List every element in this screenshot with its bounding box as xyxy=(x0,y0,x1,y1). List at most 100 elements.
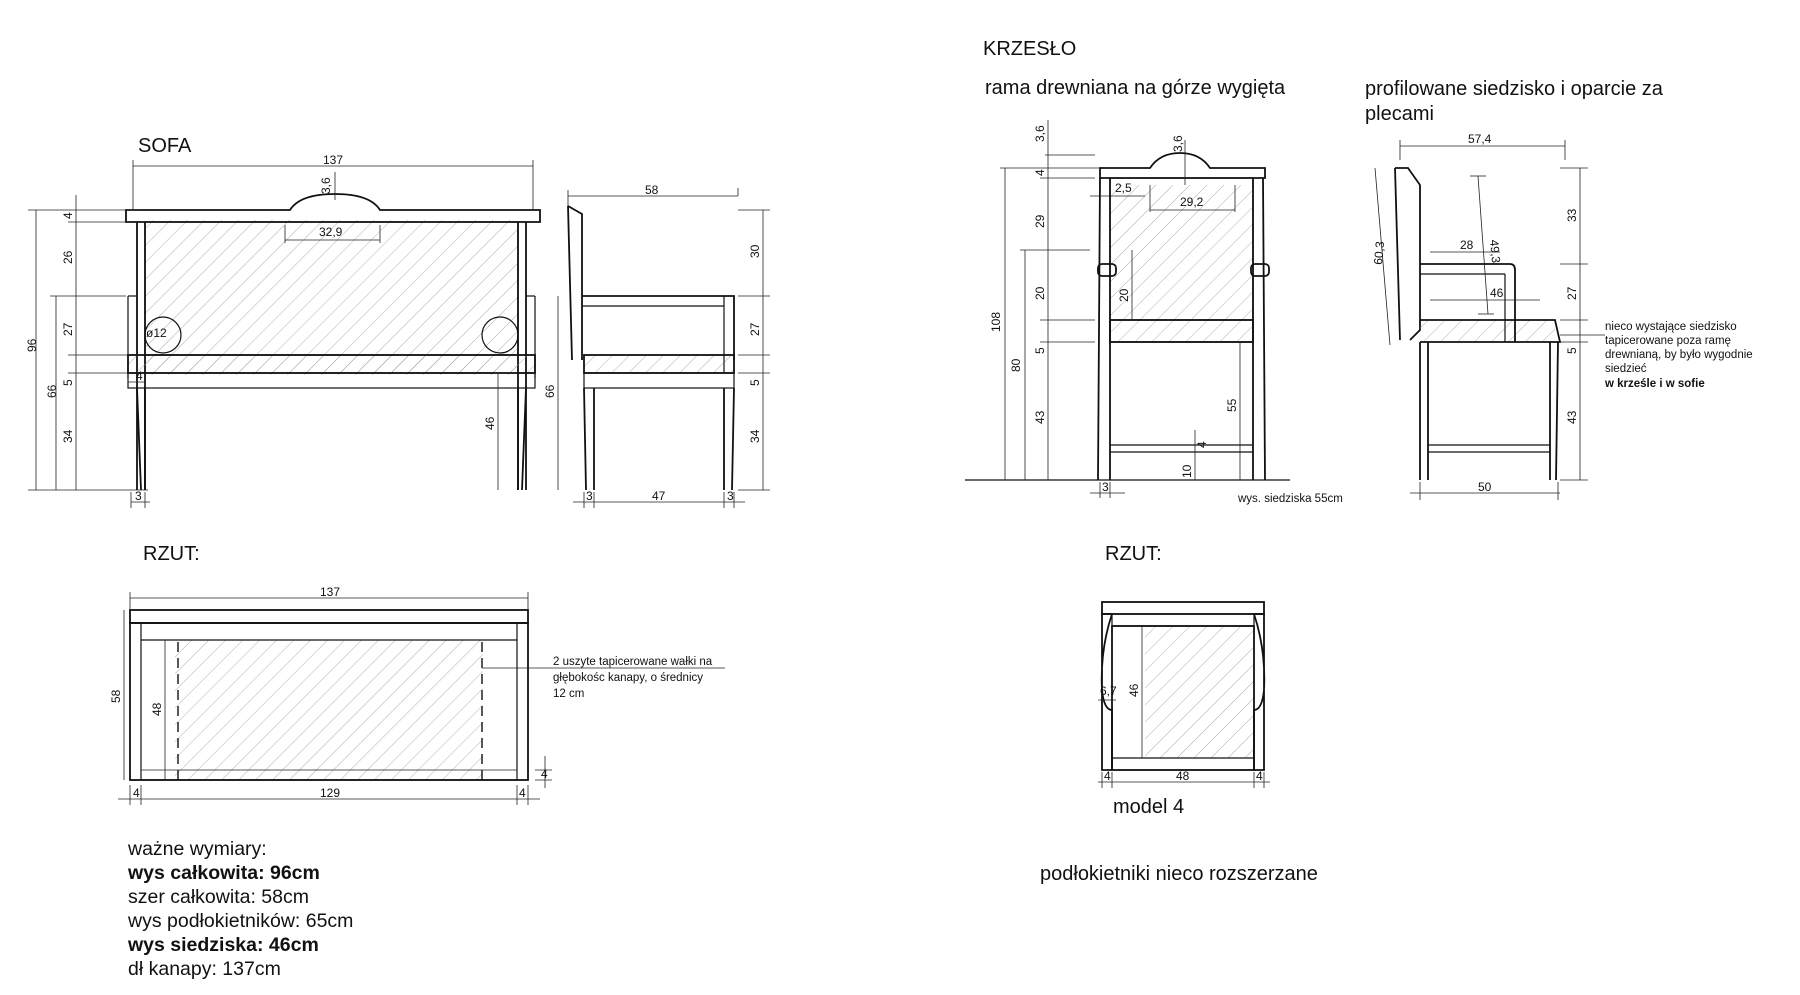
svg-text:43: 43 xyxy=(1033,410,1047,424)
sofa-back-fill xyxy=(145,220,518,375)
svg-text:4: 4 xyxy=(1033,169,1047,176)
svg-text:4: 4 xyxy=(61,212,75,219)
important-line: wys całkowita: 96cm xyxy=(128,862,320,884)
svg-text:6,7: 6,7 xyxy=(1100,684,1117,698)
important-line: dł kanapy: 137cm xyxy=(128,958,281,980)
sofa-plan-back xyxy=(129,609,529,624)
chair-plan-view: RZUT: 46 6,7 4 48 4 model 4 podłokietnik… xyxy=(1040,543,1318,885)
sofa-seat-rail xyxy=(127,372,536,389)
svg-text:33: 33 xyxy=(1565,208,1579,222)
important-line: wys podłokietników: 65cm xyxy=(128,910,354,932)
svg-text:137: 137 xyxy=(323,153,343,167)
svg-text:26: 26 xyxy=(61,250,75,264)
sofa-top-rail xyxy=(125,193,541,223)
svg-text:10: 10 xyxy=(1180,464,1194,478)
svg-text:60,3: 60,3 xyxy=(1371,240,1387,265)
sofa-plan-view: RZUT: 137 58 48 4 129 4 4 2 uszyte tapic… xyxy=(109,543,725,805)
svg-text:29: 29 xyxy=(1033,214,1047,228)
sofa-side-armrest xyxy=(582,295,735,360)
svg-text:96: 96 xyxy=(25,338,39,352)
svg-text:3: 3 xyxy=(727,489,734,503)
svg-text:55: 55 xyxy=(1225,398,1239,412)
svg-text:ø12: ø12 xyxy=(146,326,167,340)
svg-text:3,6: 3,6 xyxy=(1171,135,1185,152)
svg-text:29,2: 29,2 xyxy=(1180,195,1204,209)
svg-text:5: 5 xyxy=(748,379,762,386)
svg-text:46: 46 xyxy=(483,416,497,430)
svg-text:137: 137 xyxy=(320,585,340,599)
svg-text:nieco wystające siedzisko: nieco wystające siedzisko xyxy=(1605,321,1737,333)
svg-text:47: 47 xyxy=(652,489,666,503)
svg-text:siedzieć: siedzieć xyxy=(1605,363,1647,375)
svg-text:27: 27 xyxy=(748,322,762,336)
svg-text:4: 4 xyxy=(519,786,526,800)
important-line: wys siedziska: 46cm xyxy=(128,934,319,956)
svg-text:30: 30 xyxy=(748,244,762,258)
chair-front-view: KRZESŁO rama drewniana na górze wygięta … xyxy=(965,38,1343,505)
sofa-roll-left xyxy=(144,316,182,354)
svg-text:28: 28 xyxy=(1460,238,1474,252)
svg-text:58: 58 xyxy=(645,183,659,197)
svg-text:46: 46 xyxy=(1127,683,1141,697)
svg-text:80: 80 xyxy=(1009,358,1023,372)
svg-text:5: 5 xyxy=(1565,347,1579,354)
chair-title: KRZESŁO xyxy=(983,38,1076,60)
svg-text:4: 4 xyxy=(1256,769,1263,783)
chair-armrest-note: podłokietniki nieco rozszerzane xyxy=(1040,863,1318,885)
svg-text:5: 5 xyxy=(61,379,75,386)
svg-text:2,5: 2,5 xyxy=(1115,181,1132,195)
svg-text:tapicerowane poza ramę: tapicerowane poza ramę xyxy=(1605,335,1731,347)
svg-text:57,4: 57,4 xyxy=(1468,132,1492,146)
sofa-roll-right xyxy=(481,316,519,354)
svg-text:4: 4 xyxy=(1104,769,1111,783)
svg-text:34: 34 xyxy=(61,429,75,443)
svg-text:3,6: 3,6 xyxy=(1033,125,1047,142)
svg-text:4: 4 xyxy=(1195,441,1209,448)
svg-text:20: 20 xyxy=(1033,286,1047,300)
svg-text:drewnianą, by było wygodnie: drewnianą, by było wygodnie xyxy=(1605,349,1753,361)
svg-text:66: 66 xyxy=(543,384,557,398)
chair-plan-title: RZUT: xyxy=(1105,543,1162,565)
chair-note-profil-1: profilowane siedzisko i oparcie za xyxy=(1365,78,1664,100)
svg-text:3,6: 3,6 xyxy=(319,177,333,194)
svg-text:3: 3 xyxy=(1102,480,1109,494)
svg-text:58: 58 xyxy=(109,689,123,703)
svg-text:2 uszyte tapicerowane wałki na: 2 uszyte tapicerowane wałki na xyxy=(553,656,713,668)
chair-note-rama: rama drewniana na górze wygięta xyxy=(985,77,1286,99)
svg-text:129: 129 xyxy=(320,786,340,800)
svg-text:48: 48 xyxy=(1176,769,1190,783)
svg-text:32,9: 32,9 xyxy=(319,225,343,239)
important-line: szer całkowita: 58cm xyxy=(128,886,309,908)
chair-side-seat xyxy=(1420,319,1562,343)
chair-model-label: model 4 xyxy=(1113,796,1184,818)
svg-text:4: 4 xyxy=(541,767,548,781)
svg-text:głębokośc kanapy, o średnicy: głębokośc kanapy, o średnicy xyxy=(553,672,703,684)
svg-text:wys. siedziska 55cm: wys. siedziska 55cm xyxy=(1237,493,1343,505)
svg-text:49,3: 49,3 xyxy=(1487,239,1503,264)
chair-top-rail xyxy=(1099,152,1266,179)
chair-side-view: profilowane siedzisko i oparcie za pleca… xyxy=(1365,78,1753,500)
svg-text:5: 5 xyxy=(1033,347,1047,354)
svg-text:3: 3 xyxy=(586,489,593,503)
sofa-title: SOFA xyxy=(138,135,192,157)
svg-text:12 cm: 12 cm xyxy=(553,688,584,700)
svg-text:w krześle i w sofie: w krześle i w sofie xyxy=(1604,378,1705,390)
svg-text:27: 27 xyxy=(1565,286,1579,300)
svg-text:46: 46 xyxy=(1490,286,1504,300)
chair-note-profil-2: plecami xyxy=(1365,103,1434,125)
svg-text:50: 50 xyxy=(1478,480,1492,494)
important-heading: ważne wymiary: xyxy=(128,838,267,860)
svg-text:66: 66 xyxy=(45,384,59,398)
chair-side-armrest xyxy=(1420,263,1516,342)
svg-text:34: 34 xyxy=(748,429,762,443)
svg-text:27: 27 xyxy=(61,322,75,336)
sofa-side-view: 58 30 27 5 34 66 3 47 3 xyxy=(543,183,770,508)
svg-text:108: 108 xyxy=(989,312,1003,332)
svg-text:48: 48 xyxy=(150,702,164,716)
svg-text:43: 43 xyxy=(1565,410,1579,424)
svg-text:4: 4 xyxy=(133,786,140,800)
svg-text:20: 20 xyxy=(1117,288,1131,302)
svg-text:4: 4 xyxy=(136,369,143,383)
